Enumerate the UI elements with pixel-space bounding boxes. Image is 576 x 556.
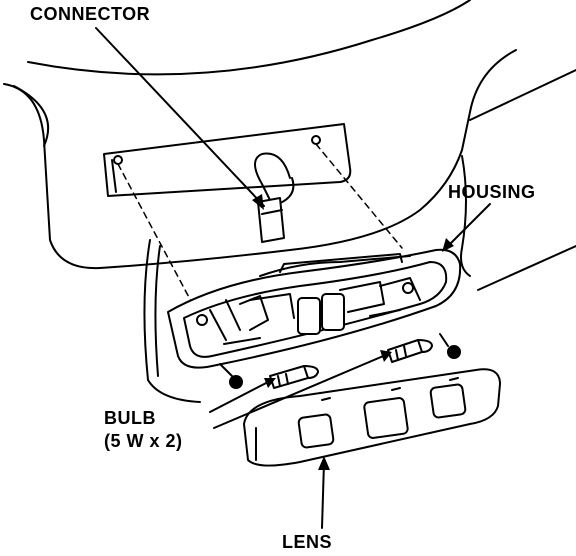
bulb-label: BULB (104, 408, 156, 428)
bulb-left-leader (209, 379, 273, 413)
connector-label: CONNECTOR (30, 4, 151, 24)
connector-plug (254, 152, 295, 243)
screw-right (439, 333, 461, 359)
tailgate-recess (103, 123, 352, 197)
housing (167, 248, 462, 369)
housing-leader (445, 203, 491, 249)
bulb-left (269, 365, 319, 389)
lens-label: LENS (282, 532, 333, 552)
lens-leader (321, 461, 325, 529)
housing-label: HOUSING (448, 182, 536, 202)
screw-left (219, 363, 243, 389)
connector-leader (95, 27, 265, 207)
leader-arrows (95, 27, 491, 529)
bulb-right-leader (213, 353, 389, 429)
alignment-dashed-lines (117, 143, 403, 319)
bulb-right (387, 339, 433, 363)
tailgate-body (3, 0, 576, 403)
bulb-spec-label: (5 W x 2) (104, 431, 183, 451)
lens (243, 368, 501, 467)
